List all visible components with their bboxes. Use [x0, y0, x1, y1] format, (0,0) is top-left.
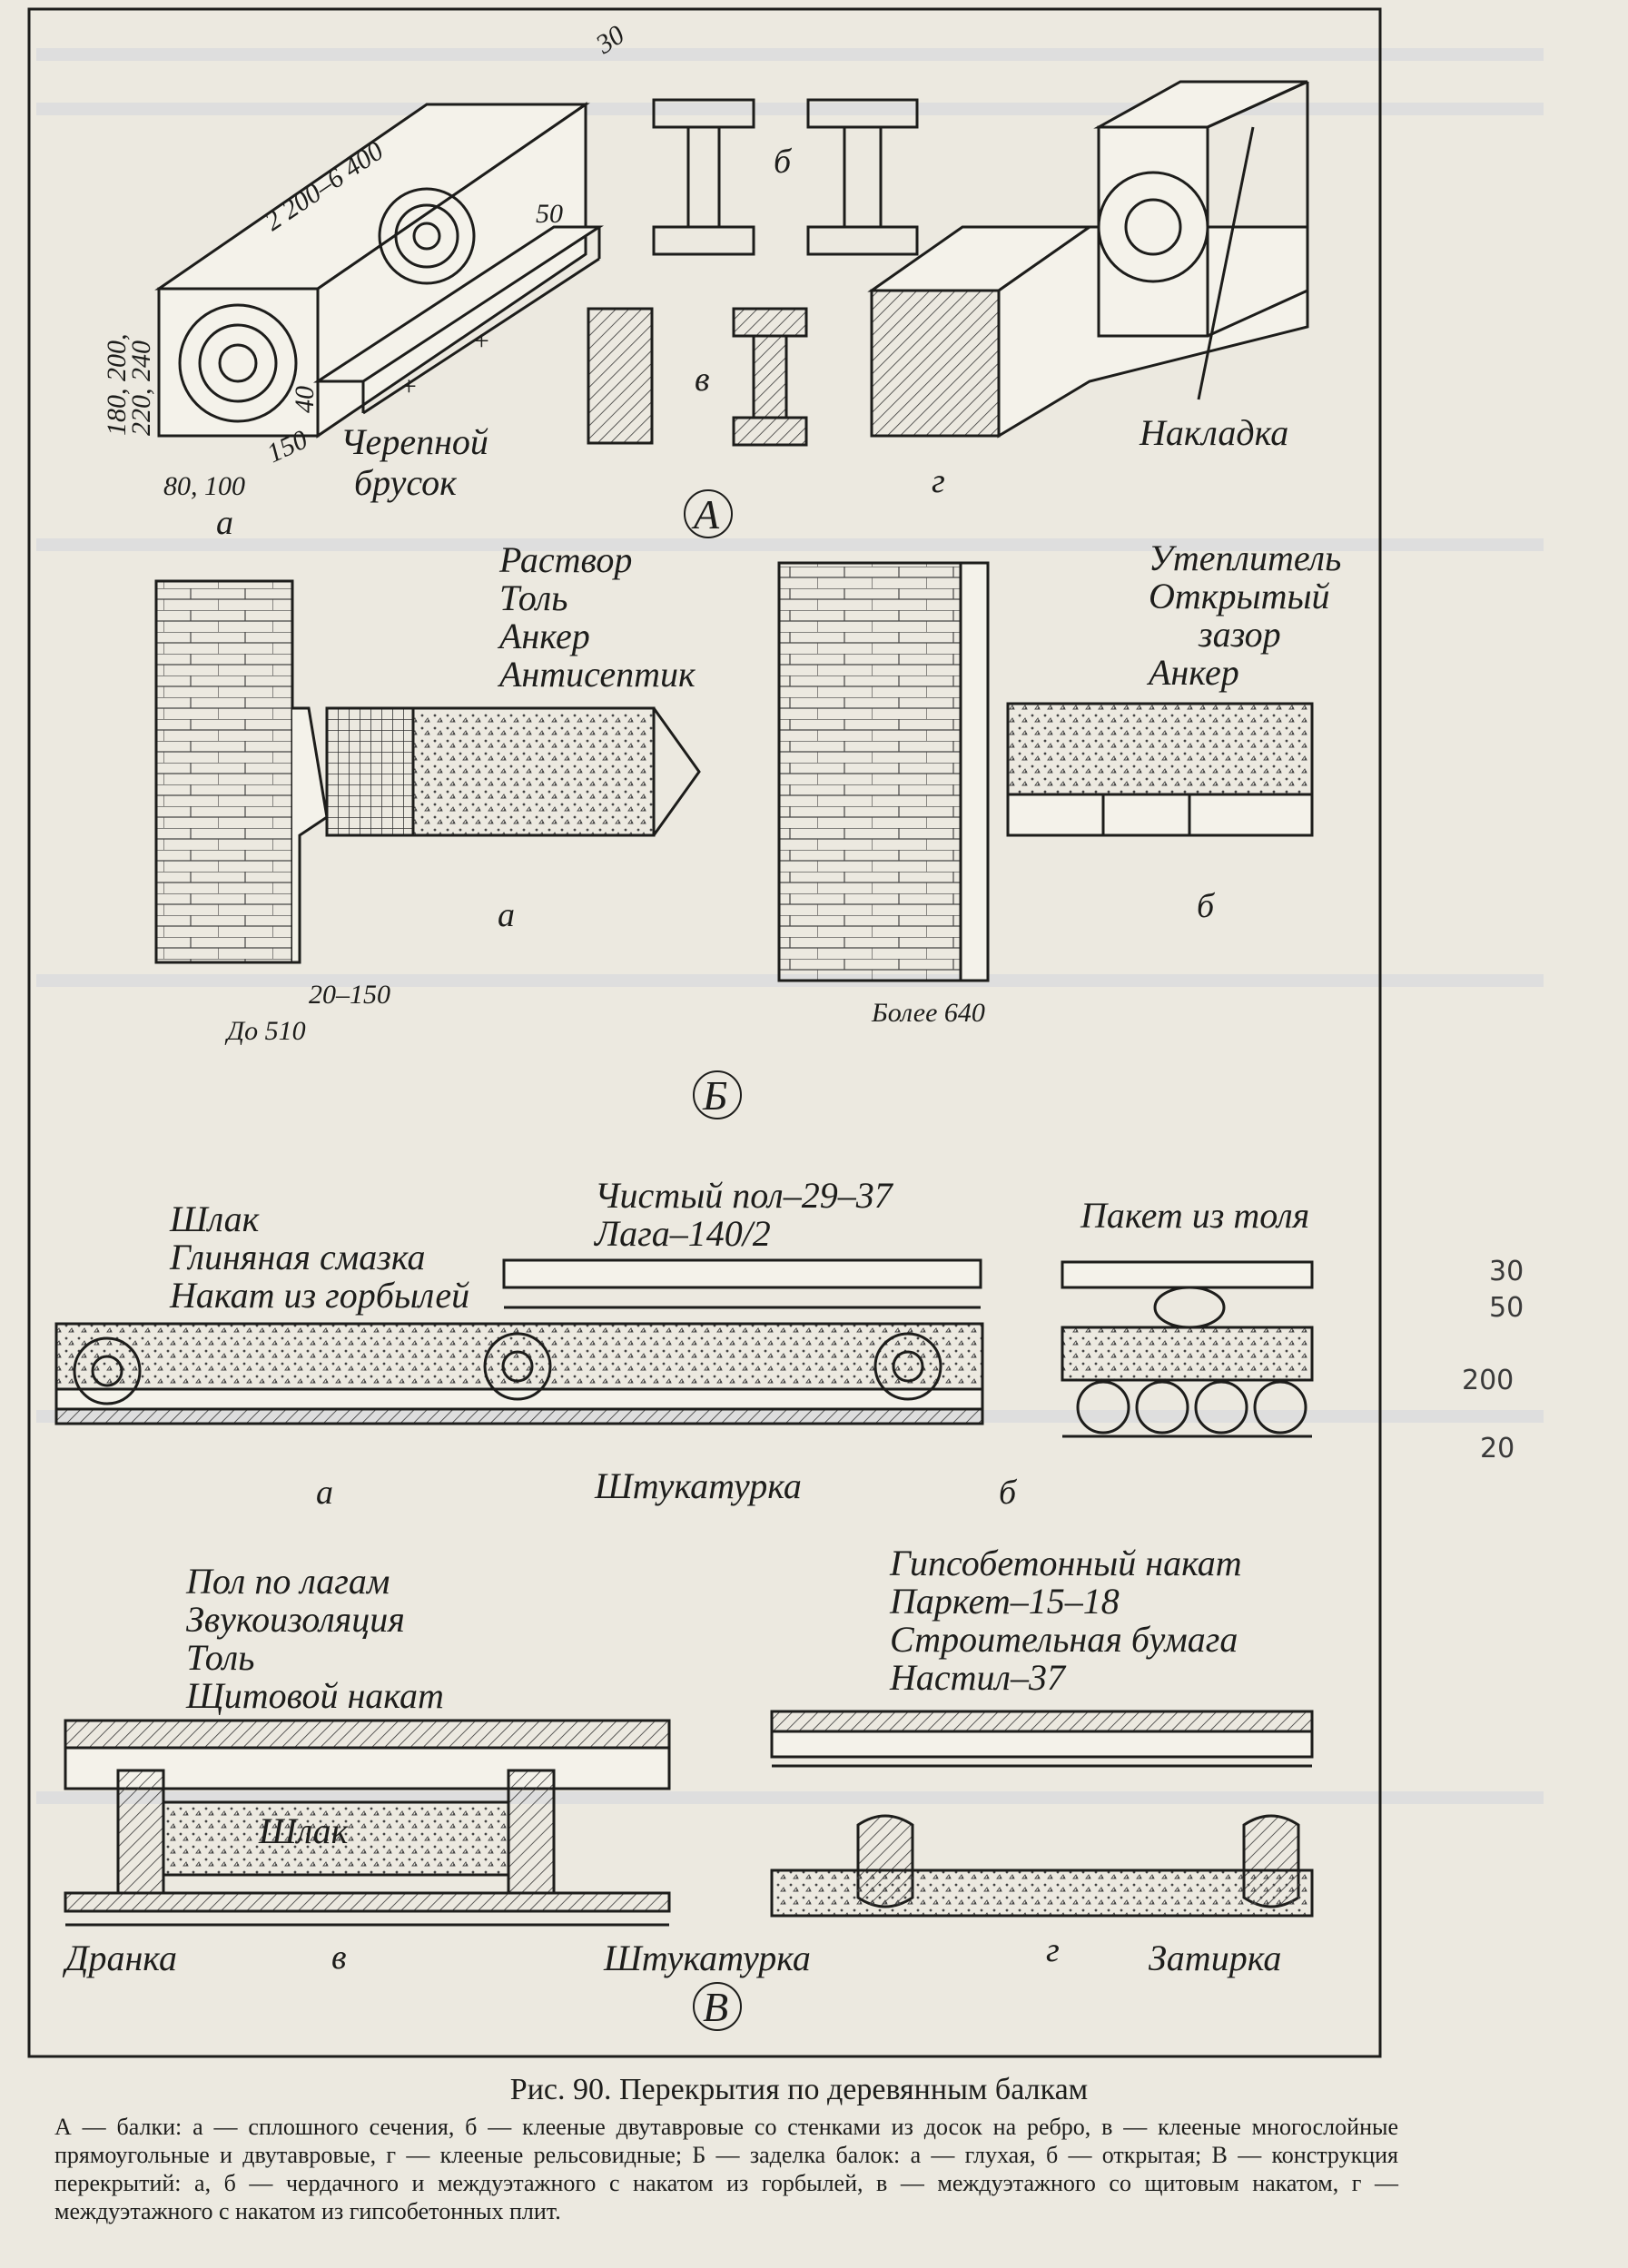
handwritten-200: 200	[1462, 1365, 1514, 1396]
dim-height: 180, 200,	[102, 334, 132, 437]
label-anker-2: Анкер	[1146, 652, 1239, 693]
label-rastvor: Раствор	[498, 539, 632, 580]
label-zvuk: Звукоизоляция	[186, 1599, 405, 1640]
panel-v-letter-circle	[693, 1982, 742, 2031]
beam-laminated	[587, 307, 808, 447]
panel-v-text: Шлак Глиняная смазка Накат из горбылей Ч…	[62, 1175, 1524, 2031]
label-uteplitel: Утеплитель	[1149, 537, 1341, 578]
beam-rail-shaped	[867, 80, 1309, 439]
panel-b-text: Раствор Толь Анкер Антисептик Утеплитель…	[224, 537, 1341, 1119]
label-pol: Чистый пол–29–37	[595, 1175, 894, 1216]
label-nakat: Накат из горбылей	[169, 1275, 469, 1316]
label-brusok-2: брусок	[354, 462, 457, 503]
label-laga: Лага–140/2	[593, 1213, 771, 1254]
panel-v-letter: В	[703, 1984, 728, 2030]
dim-ledge: 50	[536, 199, 563, 229]
dim-bolee: Более 640	[871, 998, 985, 1028]
floor-shield-roll	[64, 1719, 671, 1927]
label-dranka: Дранка	[62, 1938, 177, 1978]
sub-a-v: в	[695, 360, 710, 399]
label-shchit: Щитовой накат	[185, 1675, 444, 1716]
sub-b-b: б	[1197, 887, 1216, 925]
dim-gap: 20–150	[309, 980, 390, 1010]
label-nakladka: Накладка	[1139, 412, 1288, 453]
sub-v-a: а	[316, 1474, 333, 1512]
label-anker: Анкер	[497, 616, 590, 656]
label-shtuk-1: Штукатурка	[594, 1465, 802, 1506]
handwritten-50: 50	[1489, 1292, 1524, 1324]
panel-b-letter-circle	[693, 1070, 742, 1119]
panel-b	[154, 561, 1314, 982]
label-tol: Толь	[499, 577, 567, 618]
caption-text: А — балки: а — сплошного сечения, б — кл…	[54, 2114, 1398, 2224]
label-antiseptik: Антисептик	[497, 654, 696, 695]
label-shlak: Шлак	[169, 1198, 260, 1239]
svg-text:+: +	[400, 371, 418, 401]
floor-attic-and-interfloor	[54, 1258, 984, 1425]
sub-v-v: в	[331, 1938, 347, 1977]
sub-a-a: а	[216, 504, 233, 542]
label-bumaga: Строительная бумага	[890, 1619, 1238, 1660]
sub-a-g: г	[932, 462, 945, 500]
label-zatirka: Затирка	[1149, 1938, 1281, 1978]
handwritten-20: 20	[1480, 1433, 1515, 1464]
label-shlak-2: Шлак	[258, 1810, 349, 1851]
label-shtuk-2: Штукатурка	[603, 1938, 811, 1978]
handwritten-30: 30	[1489, 1256, 1524, 1287]
panel-b-letter: Б	[702, 1072, 727, 1119]
label-smazka: Глиняная смазка	[169, 1237, 426, 1277]
label-gipso: Гипсобетонный накат	[889, 1543, 1242, 1583]
beam-solid-section: + +	[154, 102, 605, 439]
figure-caption: Рис. 90. Перекрытия по деревянным балкам…	[54, 2073, 1398, 2225]
floor-section-right	[1061, 1260, 1314, 1438]
panel-a: + +	[154, 80, 1309, 447]
sub-v-g: г	[1046, 1931, 1060, 1969]
label-brusok-1: Черепной	[340, 421, 488, 462]
label-nastil: Настил–37	[889, 1657, 1067, 1698]
dim-height-2: 220, 240	[126, 340, 156, 436]
dim-do: До 510	[224, 1016, 306, 1046]
panel-a-letter: А	[691, 491, 720, 537]
dim-ledge-height: 40	[290, 386, 320, 413]
label-paket: Пакет из толя	[1080, 1195, 1309, 1236]
label-zazor-1: Открытый	[1149, 576, 1330, 616]
sub-b-a: а	[498, 896, 515, 934]
svg-text:+: +	[472, 326, 490, 356]
label-tol-v: Толь	[186, 1637, 254, 1678]
dim-width: 80, 100	[163, 471, 245, 501]
figure-frame	[27, 7, 1382, 2058]
embedding-closed	[154, 579, 701, 964]
sub-a-b: б	[774, 143, 793, 181]
label-parket: Паркет–15–18	[889, 1581, 1120, 1622]
sub-v-b: б	[999, 1474, 1018, 1512]
label-zazor-2: зазор	[1198, 614, 1281, 655]
floor-gypsum-roll	[770, 1710, 1314, 1918]
label-pol-lagam: Пол по лагам	[185, 1561, 390, 1602]
panel-a-letter-circle	[684, 489, 733, 538]
panel-v	[54, 1258, 1314, 1927]
embedding-open	[777, 561, 1314, 982]
caption-title: Рис. 90. Перекрытия по деревянным балкам	[509, 2073, 1089, 2106]
i-beam-glued	[652, 98, 919, 256]
